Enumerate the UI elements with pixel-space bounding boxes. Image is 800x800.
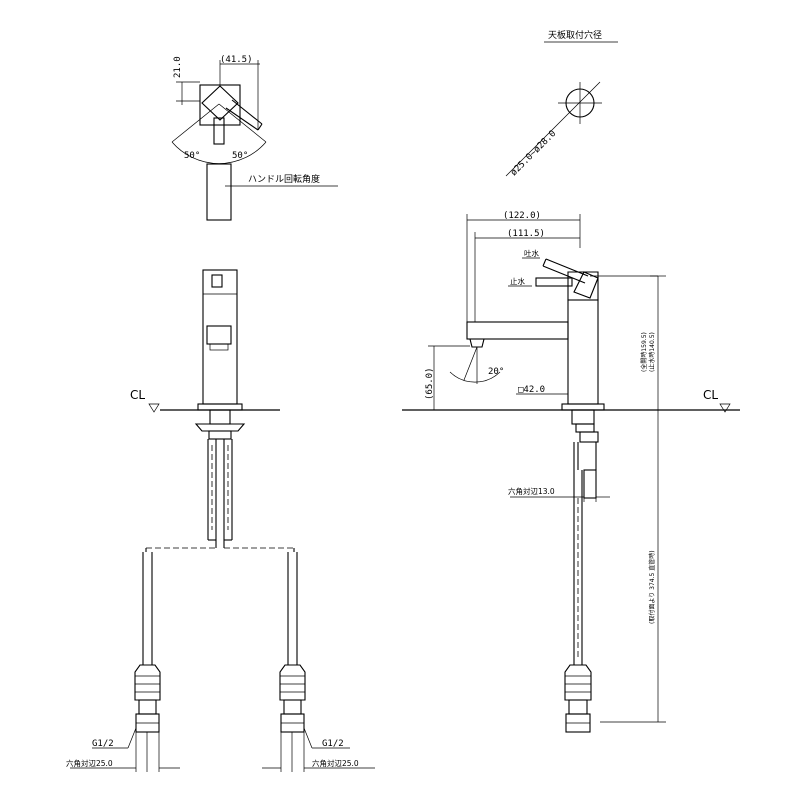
dim-65-label: (65.0) — [425, 367, 435, 400]
mounting-hole-detail: 天板取付穴径 ø25.0~ø28.0 — [505, 29, 618, 178]
height-stop-label: (止水時140.5) — [648, 332, 656, 372]
height-open-label: (全開時159.5) — [640, 332, 648, 372]
mounting-hole-dia-label: ø25.0~ø28.0 — [509, 129, 558, 178]
dim-21-label: 21.0 — [173, 56, 183, 78]
install-length-label: (取付面より 374.5 直管時) — [648, 550, 656, 624]
g-right-label: G1/2 — [322, 739, 344, 749]
side-view: (122.0) (111.5) 吐水 止水 (全開時159.5) (止水時140… — [402, 211, 740, 733]
water-out-label: 吐水 — [524, 248, 539, 258]
cl-left-label: CL — [130, 388, 145, 402]
dim-41-5-label: (41.5) — [220, 55, 253, 65]
sq-42-label: □42.0 — [518, 385, 545, 395]
g-left-label: G1/2 — [92, 739, 114, 749]
front-view: CL G1/2 — [66, 269, 375, 772]
hex-13-label: 六角対辺13.0 — [508, 486, 555, 496]
dim-111-5-label: (111.5) — [507, 229, 545, 239]
cl-right-label: CL — [703, 388, 718, 402]
top-view: 21.0 (41.5) 50° 50° ハンドル回転角度 — [171, 55, 338, 221]
dim-122-label: (122.0) — [503, 211, 541, 221]
hex-25-left-label: 六角対辺25.0 — [66, 758, 113, 768]
handle-rotation-label: ハンドル回転角度 — [248, 173, 320, 185]
water-stop-label: 止水 — [510, 276, 525, 286]
angle-20-label: 20° — [488, 367, 504, 377]
hex-25-right-label: 六角対辺25.0 — [312, 758, 359, 768]
angle-left-label: 50° — [184, 151, 200, 161]
mounting-hole-title: 天板取付穴径 — [548, 29, 602, 41]
angle-right-label: 50° — [232, 151, 248, 161]
